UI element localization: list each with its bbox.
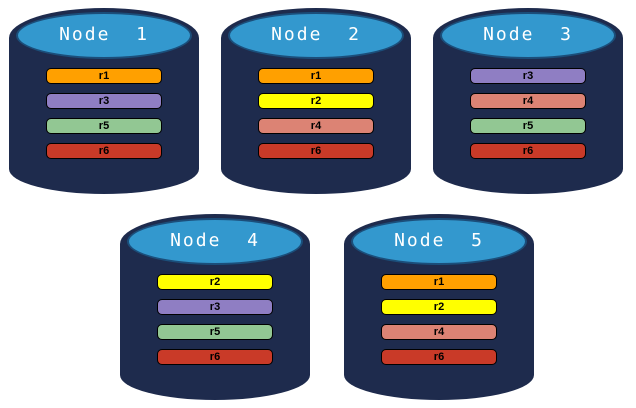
cylinder-top: Node 4 xyxy=(127,218,303,265)
replica-bar: r1 xyxy=(46,68,162,84)
replica-bar: r2 xyxy=(157,274,273,290)
node-title: Node 3 xyxy=(483,24,573,45)
replica-bar: r6 xyxy=(46,143,162,159)
node-4-cylinder: Node 4 r2 r3 r5 r6 xyxy=(120,214,310,400)
cylinder-top: Node 2 xyxy=(228,12,404,59)
replica-bar: r6 xyxy=(258,143,374,159)
replica-bar: r6 xyxy=(157,349,273,365)
replica-bar: r4 xyxy=(258,118,374,134)
replica-bar: r2 xyxy=(381,299,497,315)
node-title: Node 1 xyxy=(59,24,149,45)
replica-list: r3 r4 r5 r6 xyxy=(470,68,586,168)
cylinder-top: Node 1 xyxy=(16,12,192,59)
replica-list: r1 r2 r4 r6 xyxy=(258,68,374,168)
replica-bar: r3 xyxy=(46,93,162,109)
replica-list: r2 r3 r5 r6 xyxy=(157,274,273,374)
replica-bar: r5 xyxy=(470,118,586,134)
node-title: Node 2 xyxy=(271,24,361,45)
replica-bar: r4 xyxy=(470,93,586,109)
cylinder-top: Node 5 xyxy=(351,218,527,265)
replica-bar: r6 xyxy=(381,349,497,365)
replica-bar: r6 xyxy=(470,143,586,159)
replica-bar: r5 xyxy=(46,118,162,134)
replica-bar: r2 xyxy=(258,93,374,109)
node-5-cylinder: Node 5 r1 r2 r4 r6 xyxy=(344,214,534,400)
node-2-cylinder: Node 2 r1 r2 r4 r6 xyxy=(221,8,411,194)
replica-bar: r3 xyxy=(157,299,273,315)
node-title: Node 5 xyxy=(394,230,484,251)
cylinder-top: Node 3 xyxy=(440,12,616,59)
node-title: Node 4 xyxy=(170,230,260,251)
replica-bar: r3 xyxy=(470,68,586,84)
node-1-cylinder: Node 1 r1 r3 r5 r6 xyxy=(9,8,199,194)
node-3-cylinder: Node 3 r3 r4 r5 r6 xyxy=(433,8,623,194)
replica-bar: r1 xyxy=(381,274,497,290)
replica-bar: r4 xyxy=(381,324,497,340)
replica-list: r1 r2 r4 r6 xyxy=(381,274,497,374)
replica-list: r1 r3 r5 r6 xyxy=(46,68,162,168)
replica-bar: r5 xyxy=(157,324,273,340)
replica-bar: r1 xyxy=(258,68,374,84)
